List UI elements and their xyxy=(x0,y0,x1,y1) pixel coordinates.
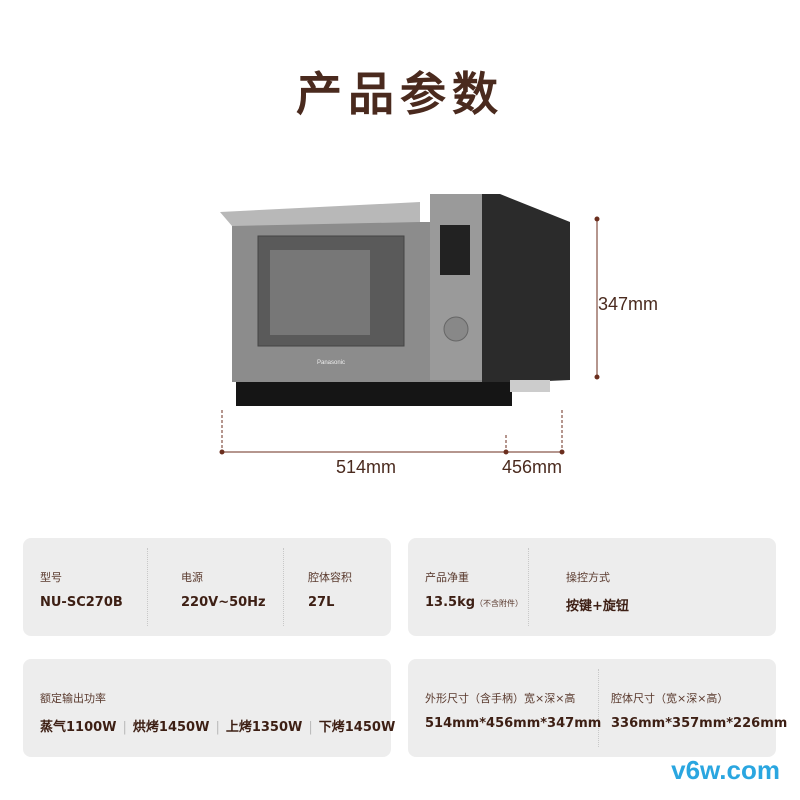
control-label: 操控方式 xyxy=(566,571,610,584)
rated-power-values: 蒸气1100W | 烘烤1450W | 上烤1350W | 下烤1450W xyxy=(40,716,395,735)
page-title: 产品参数 xyxy=(296,67,504,121)
weight-value: 13.5kg（不含附件） xyxy=(425,595,523,610)
spec-card-weight: 产品净重 13.5kg（不含附件） 操控方式 按键+旋钮 xyxy=(408,538,776,636)
outer-size-value: 514mm*456mm*347mm xyxy=(425,716,602,731)
spec-card-size: 外形尺寸（含手柄）宽×深×高 514mm*456mm*347mm 腔体尺寸（宽×… xyxy=(408,659,787,757)
power-value: 220V~50Hz xyxy=(181,595,266,610)
oven-image: Panasonic xyxy=(219,194,600,455)
outer-size-label: 外形尺寸（含手柄）宽×深×高 xyxy=(425,692,576,705)
watermark: v6w.com xyxy=(671,755,780,785)
steam-power: 蒸气1100W xyxy=(40,720,117,735)
depth-dimension: 456mm xyxy=(502,457,563,477)
top-grill-power: 上烤1350W xyxy=(225,720,303,735)
cavity-size-label: 腔体尺寸（宽×深×高） xyxy=(611,692,729,705)
separator: | xyxy=(215,720,220,735)
bottom-grill-power: 下烤1450W xyxy=(318,720,396,735)
weight-label: 产品净重 xyxy=(425,571,469,584)
weight-number: 13.5kg xyxy=(425,595,476,610)
model-label: 型号 xyxy=(40,571,62,584)
spec-card-rated-power: 额定输出功率 蒸气1100W | 烘烤1450W | 上烤1350W | 下烤1450W xyxy=(23,659,395,757)
capacity-value: 27L xyxy=(308,595,335,610)
brand-logo: Panasonic xyxy=(317,360,345,366)
height-dimension: 347mm xyxy=(598,294,659,314)
power-label: 电源 xyxy=(181,571,203,584)
capacity-label: 腔体容积 xyxy=(308,571,352,584)
bake-power: 烘烤1450W xyxy=(132,720,210,735)
rated-power-label: 额定输出功率 xyxy=(40,692,106,705)
model-value: NU-SC270B xyxy=(40,595,123,610)
spec-card-basic: 型号 NU-SC270B 电源 220V~50Hz 腔体容积 27L xyxy=(23,538,391,636)
separator: | xyxy=(122,720,127,735)
control-value: 按键+旋钮 xyxy=(566,599,629,614)
cavity-size-value: 336mm*357mm*226mm xyxy=(611,716,788,731)
width-dimension: 514mm xyxy=(336,457,397,477)
weight-note: （不含附件） xyxy=(475,599,524,608)
separator: | xyxy=(308,720,313,735)
